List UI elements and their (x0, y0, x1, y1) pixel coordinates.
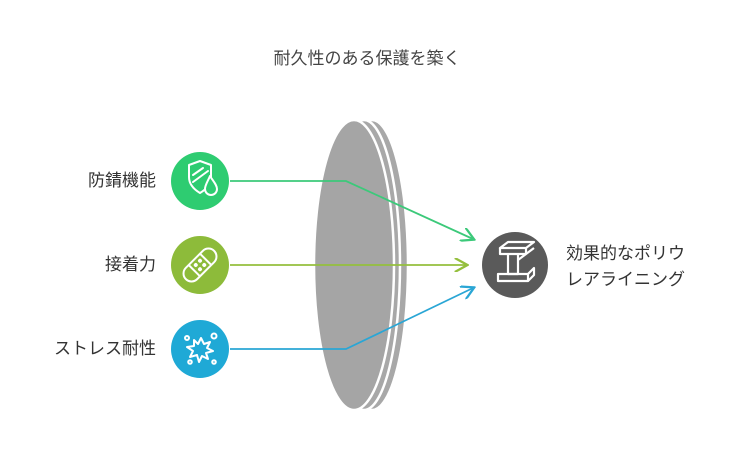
connector-stress (230, 288, 473, 350)
splash-icon (184, 332, 218, 365)
label-output-line2: レアライニング (566, 270, 685, 290)
label-output-line1: 効果的なポリウ (566, 244, 685, 264)
label-anti-rust: 防錆機能 (88, 171, 156, 191)
node-adhesion (171, 236, 229, 294)
steel-beam-icon (496, 240, 536, 283)
shield-water-drop-icon (188, 160, 218, 196)
label-adhesion: 接着力 (105, 255, 156, 275)
node-anti-rust (171, 152, 229, 210)
bandage-icon (182, 247, 218, 283)
node-stress-resistance (171, 320, 229, 378)
label-stress-resistance: ストレス耐性 (54, 339, 156, 359)
diagram-title: 耐久性のある保護を築く (273, 49, 461, 69)
lens-filter (312, 118, 410, 412)
node-output (482, 232, 548, 298)
connector-anti-rust (230, 180, 473, 239)
label-output: 効果的なポリウ レアライニング (566, 241, 685, 293)
